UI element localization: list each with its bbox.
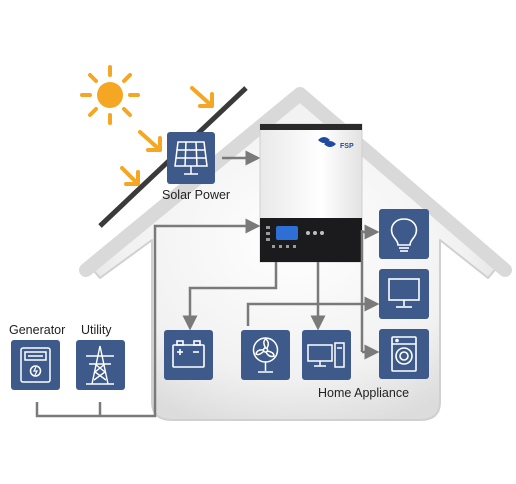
lamp-tile — [379, 209, 429, 259]
light-bulb-icon — [390, 218, 418, 252]
inverter-unit: FSP — [259, 123, 363, 263]
sun-ray-arrows — [120, 86, 214, 186]
fsp-logo-icon — [318, 137, 336, 147]
inverter-brand: FSP — [340, 143, 354, 150]
roof-outline — [79, 87, 512, 277]
battery-tile — [164, 330, 213, 380]
sun-icon — [80, 65, 140, 125]
desktop-computer-icon — [307, 342, 345, 368]
solar-panel-tile — [167, 132, 215, 184]
generator-label: Generator — [9, 323, 66, 337]
solar-power-label: Solar Power — [162, 188, 231, 202]
tv-tile — [379, 269, 429, 319]
utility-tile — [76, 340, 125, 390]
connector-lines — [35, 218, 380, 418]
fan-icon — [252, 337, 279, 373]
home-appliance-label: Home Appliance — [318, 386, 410, 400]
meter-generator-icon — [20, 347, 51, 383]
computer-tile — [302, 330, 351, 380]
washer-tile — [379, 329, 429, 379]
monitor-icon — [388, 278, 420, 308]
generator-tile — [11, 340, 60, 390]
fan-tile — [241, 330, 290, 380]
washing-machine-icon — [391, 336, 417, 372]
power-tower-icon — [86, 345, 114, 385]
battery-icon — [172, 340, 205, 368]
utility-label: Utility — [81, 323, 112, 337]
solar-panel-icon — [174, 141, 208, 175]
